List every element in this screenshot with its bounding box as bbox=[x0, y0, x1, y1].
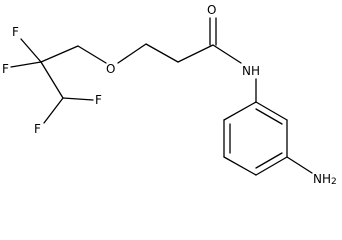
bond-chf2-f4 bbox=[62, 97, 94, 101]
bond-carbonyl-c-n bbox=[212, 44, 242, 64]
bond-f1-c2 bbox=[20, 38, 42, 63]
ring-bond-6 bbox=[223, 101, 257, 121]
fluorine-4-label: F bbox=[95, 93, 102, 107]
molecule-structure: O O NH F F F F NH2 bbox=[2, 3, 337, 187]
ring-bond-3 bbox=[255, 156, 288, 176]
ring-inner-bond-2 bbox=[255, 152, 283, 169]
amide-nitrogen-label: NH bbox=[242, 64, 260, 78]
bond-c1-ether-o bbox=[77, 45, 107, 64]
fluorine-2-label: F bbox=[2, 62, 9, 76]
ring-bond-1 bbox=[255, 101, 288, 121]
ring-bond-4 bbox=[223, 156, 257, 176]
fluorine-1-label: F bbox=[12, 25, 19, 39]
bond-ether-o-ch2 bbox=[117, 43, 147, 64]
bonds bbox=[10, 17, 313, 176]
fluorine-3-label: F bbox=[34, 122, 41, 136]
amine-subscript-text: 2 bbox=[331, 177, 337, 187]
amine-nh-text: NH bbox=[313, 172, 331, 186]
bond-ch2-carbonyl-c bbox=[177, 44, 214, 63]
bond-ring-amine bbox=[286, 156, 313, 174]
atom-labels: O O NH F F F F NH2 bbox=[2, 3, 337, 187]
bond-ch2-ch2 bbox=[145, 43, 179, 63]
amine-label: NH2 bbox=[313, 172, 337, 187]
bond-f2-c2 bbox=[10, 61, 42, 68]
carbonyl-oxygen-label: O bbox=[207, 3, 216, 17]
bond-c2-chf2 bbox=[40, 61, 64, 99]
ether-oxygen-label: O bbox=[106, 62, 115, 76]
bond-c2-c1 bbox=[40, 45, 79, 63]
bond-chf2-f3 bbox=[43, 97, 64, 124]
ring-inner-bond-1 bbox=[255, 108, 283, 125]
